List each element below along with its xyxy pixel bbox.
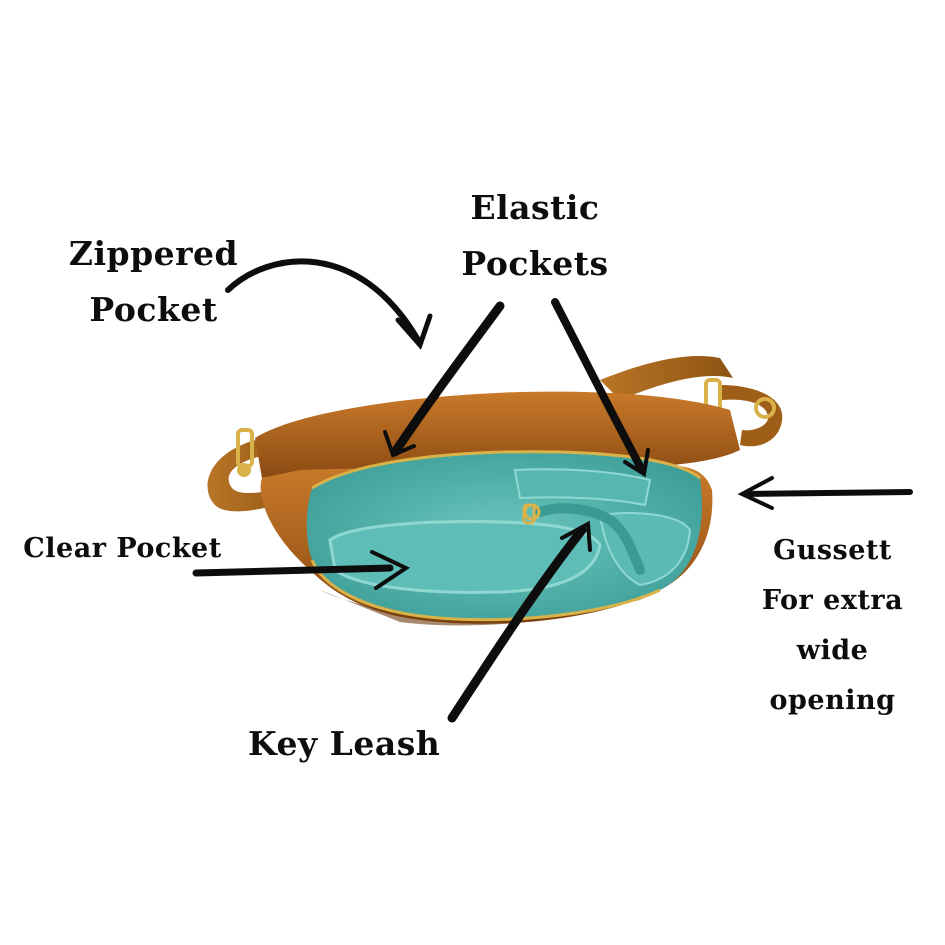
label-key-leash: Key Leash <box>248 724 441 763</box>
label-elastic-line1: Elastic <box>470 188 600 227</box>
label-clear-pocket: Clear Pocket <box>23 533 222 564</box>
hardware-icon <box>236 378 776 477</box>
label-elastic-line2: Pockets <box>461 244 609 283</box>
arrow-clear-pocket <box>192 564 394 577</box>
label-gusset-line3: wide <box>796 635 869 666</box>
label-zippered-line2: Pocket <box>89 290 218 329</box>
arrow-elastic-right <box>551 298 646 474</box>
label-gusset-line2: For extra <box>761 585 904 616</box>
label-gusset-line4: opening <box>769 685 896 716</box>
key-leash <box>535 503 645 575</box>
label-gusset-line1: Gussett <box>773 535 892 566</box>
label-zippered-pocket: Zippered Pocket <box>66 226 241 338</box>
label-zippered-line1: Zippered <box>68 234 239 273</box>
bag-body-shadow <box>320 590 660 626</box>
arrow-key-leash <box>447 525 587 723</box>
inner-elastic-pocket <box>513 468 652 507</box>
label-gusset: Gussett For extra wide opening <box>745 526 920 726</box>
arrow-elastic-left <box>390 301 505 457</box>
arrow-zippered-pocket <box>225 258 421 343</box>
callout-arrows <box>192 258 913 723</box>
label-elastic-pockets: Elastic Pockets <box>455 180 615 292</box>
strap-right <box>600 356 733 400</box>
zipper-edge <box>311 450 701 490</box>
key-clip-icon <box>522 503 541 525</box>
arrow-gusset <box>742 489 913 497</box>
